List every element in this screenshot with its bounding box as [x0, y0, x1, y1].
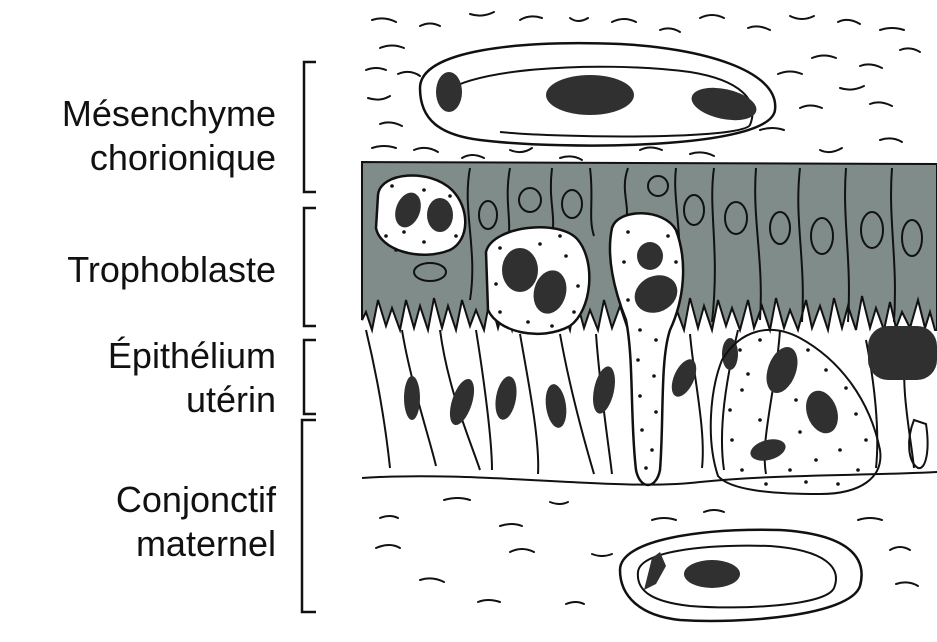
- mesenchyme-nucleus: [546, 75, 634, 115]
- trophoblast-layer: [362, 162, 937, 485]
- bracket-mesenchyme: [304, 62, 316, 192]
- mesenchyme-cell: [420, 43, 775, 145]
- trophoblast-invading-cell: [610, 213, 684, 485]
- maternal-connective: [376, 498, 918, 621]
- epithelial-nucleus: [761, 343, 804, 398]
- epithelial-nucleus: [868, 326, 937, 380]
- epithelial-nucleus: [800, 386, 843, 438]
- epithelial-nucleus: [748, 436, 788, 465]
- bracket-trophoblast: [304, 208, 316, 326]
- mesenchyme-nucleus: [436, 72, 462, 112]
- epithelial-nucleus: [404, 376, 420, 420]
- bracket-connective: [302, 420, 316, 612]
- layer-brackets: [302, 62, 316, 612]
- bracket-epithelium: [304, 340, 316, 414]
- mesenchyme-nucleus: [689, 82, 760, 125]
- epithelial-nucleus: [543, 383, 569, 429]
- epithelial-nucleus: [492, 375, 519, 422]
- trophoblast-giant-cell: [486, 227, 589, 334]
- epithelial-nucleus: [589, 364, 619, 415]
- maternal-capillary: [620, 530, 862, 621]
